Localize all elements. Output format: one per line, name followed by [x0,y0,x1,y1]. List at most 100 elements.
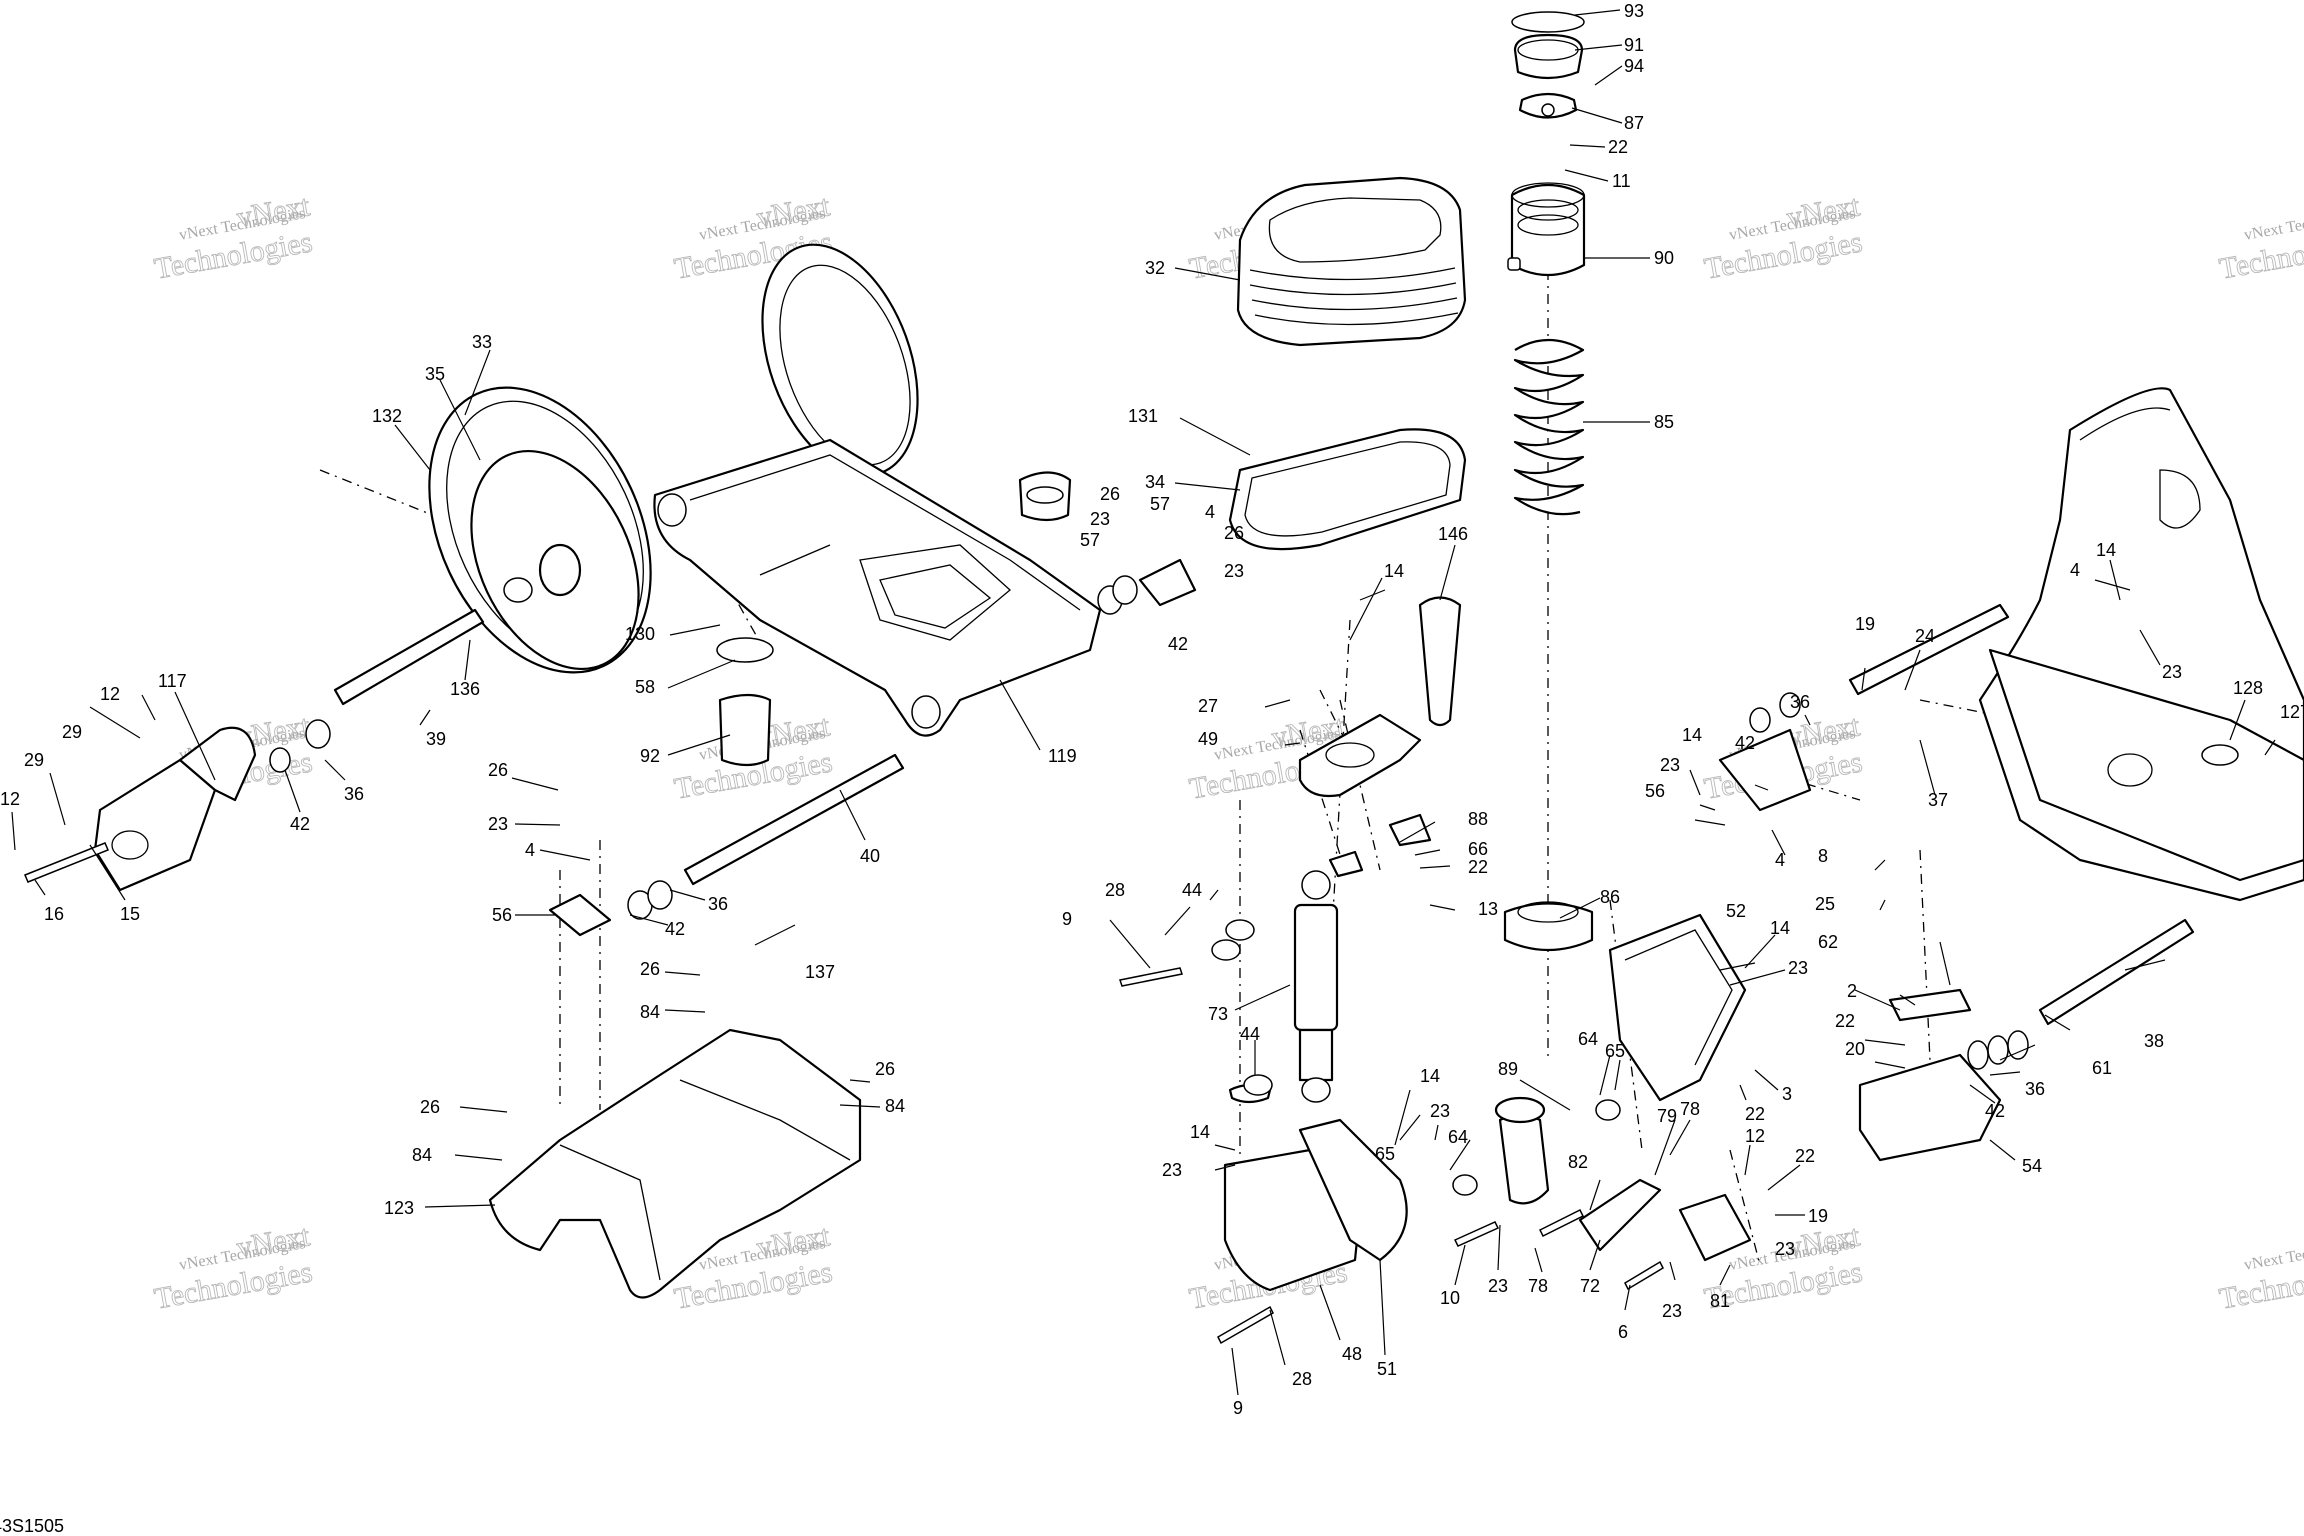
callout-84c: 84 [412,1145,432,1165]
callout-35: 35 [425,364,445,384]
bracket-51 [1298,1118,1408,1262]
drive-housing [24,726,257,892]
callout-26: 26 [1100,484,1120,504]
cover-32 [1236,176,1467,347]
callout-23: 23 [1090,509,1110,529]
watermark-4: vNext Technologies vNext Technologies [1701,189,1865,286]
watermark-1: vNext Technologies vNext Technologies [151,189,315,286]
callout-78b: 78 [1680,1099,1700,1119]
callout-137: 137 [805,962,835,982]
callout-28b: 28 [1292,1369,1312,1389]
callout-4: 4 [1205,502,1215,522]
coil-spring-85 [1513,339,1585,516]
frame-right [1978,387,2304,902]
shaft-39 [333,608,485,706]
callout-4b: 4 [525,840,535,860]
callout-56b: 56 [1645,781,1665,801]
callout-23b: 23 [1224,561,1244,581]
callout-130: 130 [625,624,655,644]
callout-61: 61 [2092,1058,2112,1078]
callout-22: 22 [1608,137,1628,157]
callout-2: 2 [1847,981,1857,1001]
callout-14: 14 [1384,561,1404,581]
bellows-92 [718,693,772,767]
callout-14d: 14 [1770,918,1790,938]
callout-8: 8 [1818,846,1828,866]
mount-57 [1138,558,1197,607]
callout-136: 136 [450,679,480,699]
callout-93: 93 [1624,1,1644,21]
swing-arm-119 [653,438,1102,737]
cover-assembly [1228,176,1467,551]
callout-62: 62 [1818,932,1838,952]
watermarks: vNext Technologies vNext Technologies vN… [151,189,2304,1316]
callout-65b: 65 [1605,1041,1625,1061]
svg-text:vNext Technologies: vNext Technologies [2243,205,2304,244]
callout-19: 19 [1808,1206,1828,1226]
callout-4c: 4 [2070,560,2080,580]
callout-127: 127 [2280,702,2304,722]
callout-36b: 36 [708,894,728,914]
shaft-38 [2038,918,2195,1026]
callout-66: 66 [1468,839,1488,859]
callout-131: 131 [1128,406,1158,426]
callout-11: 11 [1612,171,1631,191]
callout-36d: 36 [2025,1079,2045,1099]
gasket-34 [1228,428,1467,551]
callout-22e: 22 [1835,1011,1855,1031]
callout-29b: 29 [24,750,44,770]
callout-94: 94 [1624,56,1644,76]
callout-23c: 23 [488,814,508,834]
bracket-123 [488,1028,862,1299]
callout-44b: 44 [1240,1024,1260,1044]
callout-3: 3 [1782,1084,1792,1104]
callout-42: 42 [1168,634,1188,654]
callout-12b: 12 [0,789,20,809]
callout-92: 92 [640,746,660,766]
callout-29: 29 [62,722,82,742]
callout-23f: 23 [1488,1276,1508,1296]
callout-128: 128 [2233,678,2263,698]
callout-23h: 23 [1775,1239,1795,1259]
callout-86: 86 [1600,887,1620,907]
callout-14f: 14 [1682,725,1702,745]
callout-36: 36 [344,784,364,804]
callout-22c: 22 [1745,1104,1765,1124]
callout-16: 16 [44,904,64,924]
callout-23e: 23 [1430,1101,1450,1121]
callout-72: 72 [1580,1276,1600,1296]
callout-numbers: 93 91 94 87 22 11 90 85 32 131 34 146 14… [0,1,2304,1418]
callout-6: 6 [1618,1322,1628,1342]
clip-146 [1418,596,1462,727]
watermark-5: vNext Technologies Technologies [2216,205,2304,286]
callout-25: 25 [1815,894,1835,914]
shaft-40 [683,753,905,886]
shafts [333,603,2195,1026]
callout-20: 20 [1845,1039,1865,1059]
clamp-66 [1328,850,1364,878]
bracket-56b [1718,728,1812,812]
callout-56: 56 [492,905,512,925]
callout-64: 64 [1448,1127,1468,1147]
seal-58 [716,637,774,663]
block-54 [1858,1053,2002,1162]
callout-12: 12 [100,684,120,704]
callout-88: 88 [1468,809,1488,829]
callout-48: 48 [1342,1344,1362,1364]
callout-23k: 23 [1660,755,1680,775]
callout-89: 89 [1498,1059,1518,1079]
callout-123: 123 [384,1198,414,1218]
spring-cap-91 [1513,33,1584,80]
callout-87: 87 [1624,113,1644,133]
callout-28: 28 [1105,880,1125,900]
callout-23d: 23 [1162,1160,1182,1180]
callout-58: 58 [635,677,655,697]
shock-73 [1228,870,1339,1104]
callout-10: 10 [1440,1288,1460,1308]
callout-42d: 42 [1735,733,1755,753]
leader-lines [11,9,2276,1396]
callout-44: 44 [1182,880,1202,900]
watermark-14: vNext Technologies Technologies [2216,1235,2304,1316]
